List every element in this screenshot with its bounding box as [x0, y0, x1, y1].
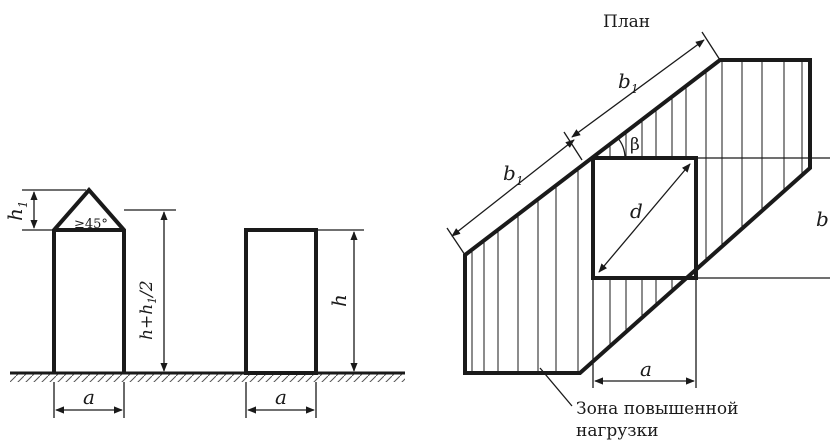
d-label: d [630, 199, 643, 223]
zone-leader-line [539, 367, 573, 407]
zone-caption-line2: нагрузки [576, 421, 659, 441]
plan-title: План [603, 12, 650, 32]
a-label-2: a [275, 385, 287, 409]
beta-label: β [630, 135, 640, 155]
h-label: h [327, 294, 351, 307]
a-label-1: a [83, 385, 95, 409]
b1-upper-label: b1 [618, 69, 638, 96]
h1-label: h1 [3, 200, 30, 221]
ground-hatch [10, 373, 405, 382]
b-label: b [816, 207, 829, 231]
b1-upper-dimension-line [571, 39, 705, 138]
plan-building-square [591, 156, 698, 280]
d-diagonal [598, 163, 691, 273]
plan-view: План [446, 12, 830, 441]
b1-lower-label: b1 [503, 161, 523, 188]
pitched-roof-building [52, 186, 126, 373]
a-plan-label: a [640, 357, 652, 381]
beta-arc [616, 136, 626, 159]
roof-angle-label: ≥45° [74, 217, 108, 232]
flat-roof-building [244, 228, 318, 375]
h-plus-half-label: h+h1/2 [137, 280, 159, 340]
zone-caption-line1: Зона повышенной [576, 399, 738, 419]
elevation-views: h1 ≥45° h+h1/2 a h a [3, 186, 405, 418]
b1-lower-dimension-line [451, 139, 575, 237]
